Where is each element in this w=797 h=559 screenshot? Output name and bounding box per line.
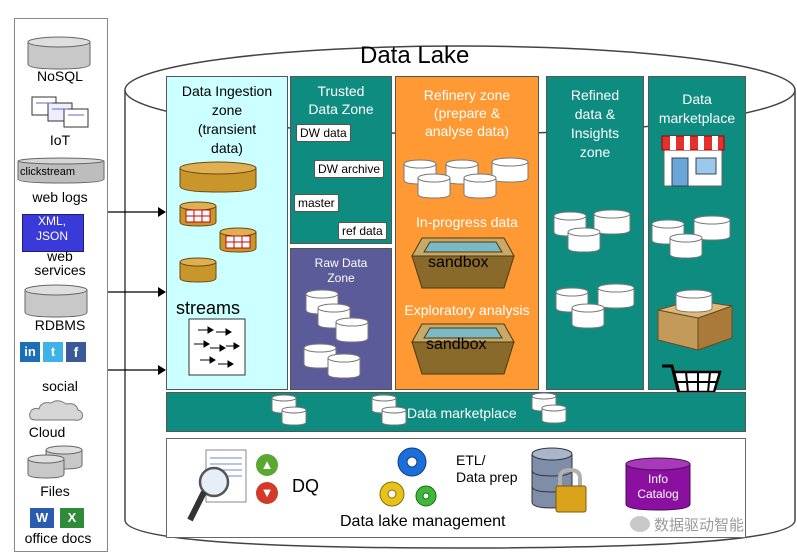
tag-dw-archive: DW archive — [314, 160, 385, 178]
sandbox1-icon — [411, 237, 515, 289]
inprogress-label: In-progress data — [416, 214, 518, 230]
xml-json-label: XML, JSON — [35, 214, 68, 243]
nosql-icon — [27, 36, 91, 70]
marketplace-cylinders-icon — [651, 215, 731, 259]
gears-icon — [379, 447, 437, 507]
data-quality-magnifier-icon — [187, 449, 247, 522]
info-catalog-icon — [625, 457, 691, 511]
thumbs-down-icon: ▼ — [256, 482, 278, 504]
secure-database-icon — [531, 447, 587, 513]
iot-icon — [31, 96, 89, 128]
source-webservices: web services — [34, 248, 86, 278]
exploratory-label: Exploratory analysis — [404, 302, 530, 318]
watermark: 数据驱动智能 — [654, 516, 745, 534]
box-icon — [657, 289, 733, 351]
streams-label: streams — [176, 298, 241, 318]
dq-label: DQ — [292, 476, 319, 496]
twitter-icon: t — [43, 342, 63, 362]
excel-icon: X — [60, 508, 84, 528]
refined-cylinders-icon — [553, 209, 635, 329]
raw-cylinders-icon — [303, 289, 369, 379]
thumbs-up-icon: ▲ — [256, 454, 278, 476]
clickstream-label: clickstream — [20, 166, 76, 178]
sandbox1-label: sandbox — [428, 254, 489, 271]
store-icon — [661, 135, 725, 187]
tag-dw-data: DW data — [296, 124, 351, 142]
source-rdbms: RDBMS — [34, 317, 86, 333]
refinery-title: Refinery zone (prepare & analyse data) — [423, 87, 511, 139]
source-social: social — [42, 378, 78, 394]
wechat-icon — [630, 516, 650, 532]
word-icon: W — [30, 508, 54, 528]
refined-title: Refined data & Insights zone — [570, 87, 620, 160]
marketplace-bar-label: Data marketplace — [407, 405, 517, 421]
clickstream-icon — [17, 157, 105, 184]
ingestion-data-icons — [179, 161, 257, 283]
source-weblogs: web logs — [32, 189, 88, 205]
cloud-icon — [29, 400, 83, 421]
info-catalog-label: Info Catalog — [637, 472, 679, 501]
files-icon — [27, 445, 83, 479]
source-files: Files — [40, 483, 70, 499]
streams-icon — [188, 318, 246, 376]
source-office: office docs — [24, 530, 92, 546]
source-nosql: NoSQL — [37, 68, 83, 84]
marketplace-title: Data marketplace — [658, 91, 736, 126]
lake-title: Data Lake — [360, 42, 470, 69]
facebook-icon: f — [66, 342, 86, 362]
management-title: Data lake management — [340, 513, 506, 530]
rdbms-icon — [24, 284, 88, 318]
source-iot: IoT — [49, 132, 71, 148]
bar-cylinders-icon — [271, 392, 567, 426]
tag-ref-data: ref data — [338, 222, 387, 240]
marketplace-bar — [166, 392, 746, 432]
etl-label: ETL/ Data prep — [456, 452, 518, 485]
source-cloud: Cloud — [28, 424, 66, 440]
sandbox2-icon — [411, 323, 515, 375]
raw-title: Raw Data Zone — [314, 256, 368, 285]
ingestion-title: Data Ingestion zone (transient data) — [181, 83, 273, 156]
tag-master: master — [294, 194, 339, 212]
xml-json-icon — [22, 214, 84, 252]
trusted-title: Trusted Data Zone — [308, 83, 374, 117]
sandbox2-label: sandbox — [426, 336, 487, 353]
refinery-cylinders-icon — [403, 157, 529, 199]
linkedin-icon: in — [20, 342, 40, 362]
